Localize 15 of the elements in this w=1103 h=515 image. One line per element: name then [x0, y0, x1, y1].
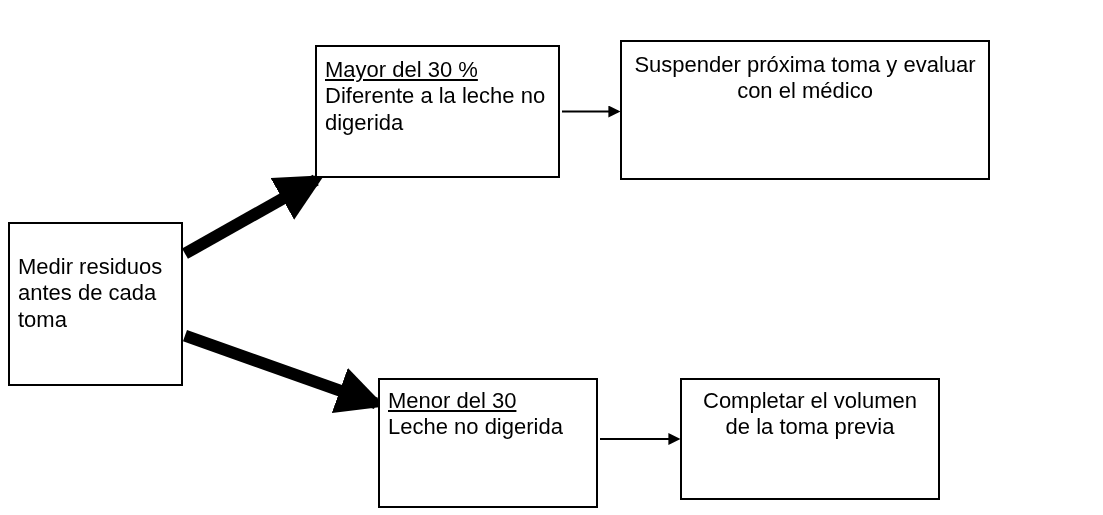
- heading: Menor del 30: [388, 388, 518, 415]
- body-text: Diferente a la leche no digerida: [325, 83, 547, 137]
- heading: Mayor del 30 %: [325, 57, 479, 84]
- text-box: [680, 378, 940, 500]
- body-text: Medir residuos antes de cada toma: [18, 254, 164, 334]
- body-text: Leche no digerida: [388, 414, 564, 441]
- text-box: [315, 45, 560, 178]
- text-box: [378, 378, 598, 508]
- text-box: [620, 40, 990, 180]
- arrow: [599, 433, 681, 445]
- text-box: [8, 222, 183, 386]
- body-text: Completar el volumen de la toma previa: [702, 388, 918, 441]
- arrow: [182, 174, 325, 259]
- arrow: [561, 105, 621, 118]
- body-text: Suspender próxima toma y evaluar con el médico: [633, 52, 977, 105]
